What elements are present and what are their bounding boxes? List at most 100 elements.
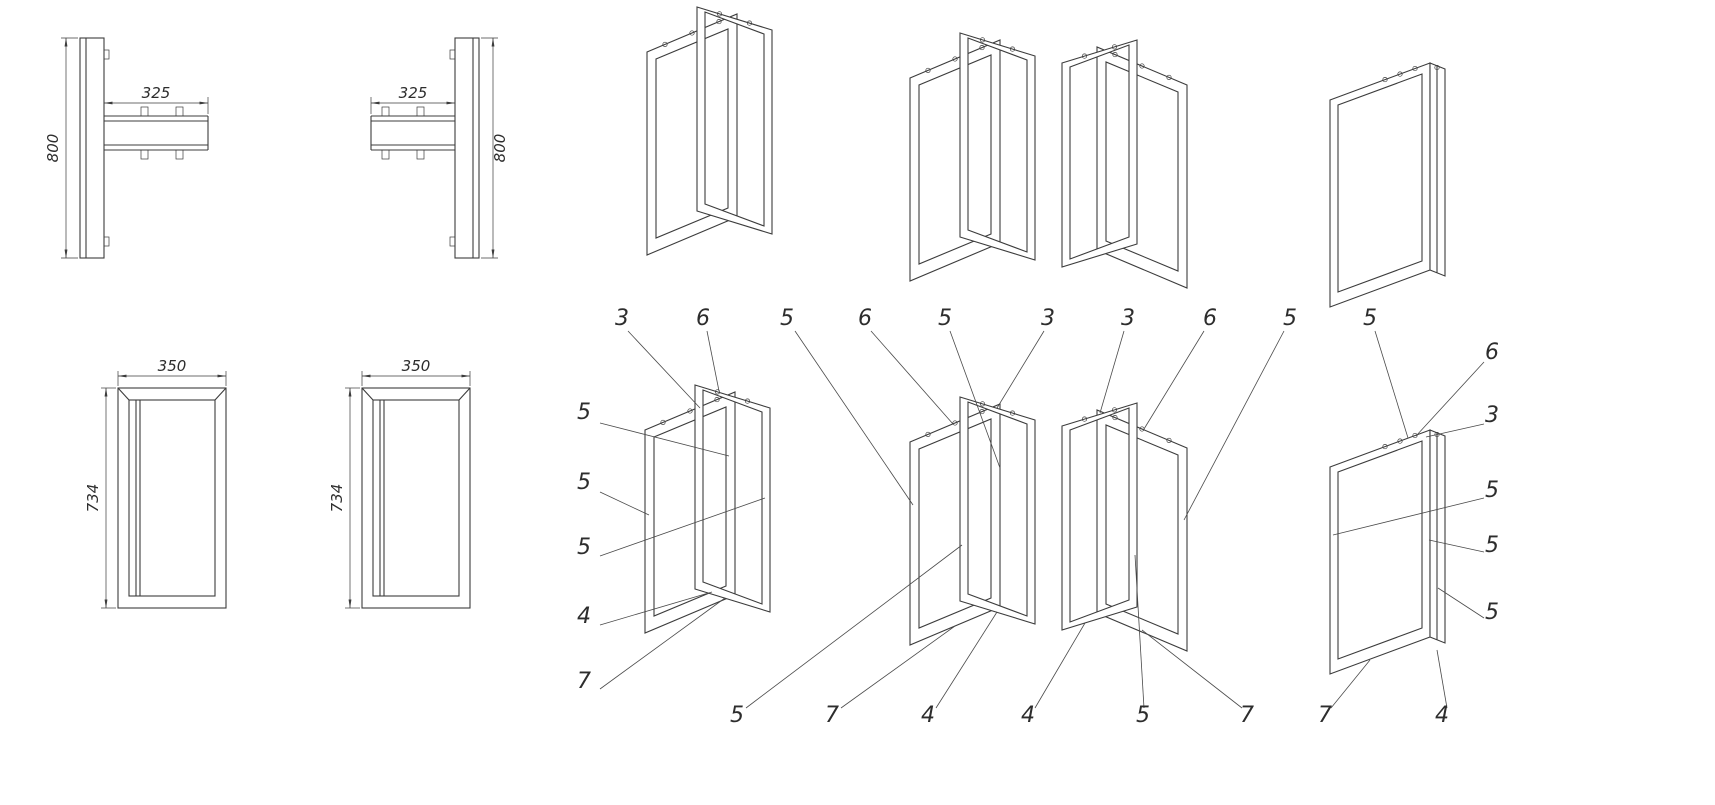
part-callout: 3 xyxy=(1485,403,1499,428)
frame-inner xyxy=(128,399,216,597)
iso-view-top-4 xyxy=(1329,62,1446,308)
mounting-tab xyxy=(175,106,184,117)
part-callout: 5 xyxy=(577,400,591,425)
leader-line xyxy=(1374,330,1409,439)
dimension-label-height: 734 xyxy=(328,484,346,513)
part-callout: 5 xyxy=(730,703,744,728)
frame-outer xyxy=(361,387,471,609)
part-callout: 5 xyxy=(1363,306,1377,331)
part-callout: 5 xyxy=(1485,600,1499,625)
frame-inner xyxy=(372,399,460,597)
leader-line xyxy=(1437,587,1485,619)
leader-line xyxy=(935,611,998,709)
iso-view-top-3 xyxy=(1061,39,1188,289)
leader-line xyxy=(1415,361,1485,437)
part-callout: 4 xyxy=(1021,703,1035,728)
part-callout: 5 xyxy=(1485,533,1499,558)
callout-leaders-right-iso xyxy=(1330,330,1485,709)
part-callout: 5 xyxy=(1136,703,1150,728)
leader-line xyxy=(745,544,963,709)
part-callout: 6 xyxy=(696,306,710,331)
part-callout: 7 xyxy=(1240,703,1254,728)
leader-line xyxy=(840,625,956,709)
leader-line xyxy=(1425,423,1485,438)
miter-joint xyxy=(117,387,130,401)
mounting-tab xyxy=(381,149,390,160)
leader-line xyxy=(1034,622,1086,709)
leader-line xyxy=(706,330,720,392)
leader-line xyxy=(1183,330,1285,521)
leader-line xyxy=(1330,659,1371,709)
dimension-label-width: 350 xyxy=(402,357,431,375)
iso-view-bottom-2 xyxy=(909,396,1036,646)
leader-line xyxy=(627,330,701,409)
part-callout: 6 xyxy=(1203,306,1217,331)
iso-view-top-1 xyxy=(646,6,773,256)
callout-leaders-left-iso xyxy=(599,330,766,690)
dimension-label-width: 350 xyxy=(158,357,187,375)
leader-line xyxy=(599,497,766,557)
side-view-right: 325 800 xyxy=(370,37,509,259)
part-callout: 3 xyxy=(1041,306,1055,331)
mounting-tab xyxy=(103,236,110,247)
part-callout: 4 xyxy=(921,703,935,728)
leader-line xyxy=(1099,330,1125,414)
callout-leaders-middle-top xyxy=(794,330,1285,521)
part-callout: 6 xyxy=(1485,340,1499,365)
iso-view-bottom-1 xyxy=(644,384,771,634)
part-callout: 5 xyxy=(577,535,591,560)
part-callout: 5 xyxy=(780,306,794,331)
part-callout: 5 xyxy=(1283,306,1297,331)
part-callout: 4 xyxy=(577,604,591,629)
callout-labels-middle-bottom: 5 7 4 4 5 7 xyxy=(730,703,1254,728)
dimension-label-height: 800 xyxy=(44,134,62,163)
dimension-label-arm: 325 xyxy=(399,84,428,102)
mounting-tab xyxy=(381,106,390,117)
dimension-label-height: 800 xyxy=(491,134,509,163)
leader-line xyxy=(599,422,730,457)
vertical-post xyxy=(454,37,480,259)
side-view-left: 800 325 xyxy=(44,37,209,259)
leader-line xyxy=(870,330,954,425)
part-callout: 5 xyxy=(938,306,952,331)
leader-line xyxy=(1332,497,1485,536)
vertical-post xyxy=(79,37,105,259)
iso-view-bottom-3 xyxy=(1061,402,1188,652)
leader-line xyxy=(1436,649,1448,709)
part-callout: 3 xyxy=(615,306,629,331)
leader-line xyxy=(599,597,726,690)
part-callout: 6 xyxy=(858,306,872,331)
iso-view-top-2 xyxy=(909,32,1036,282)
part-callout: 4 xyxy=(1435,703,1449,728)
front-view-right: 350 734 xyxy=(328,357,471,609)
leader-line xyxy=(1141,629,1243,709)
miter-joint xyxy=(214,387,227,401)
mounting-tab xyxy=(175,149,184,160)
mounting-tab xyxy=(449,236,456,247)
leader-line xyxy=(949,330,1001,469)
leader-line xyxy=(794,330,914,506)
callout-labels-middle-top: 5 6 5 3 3 6 5 xyxy=(780,306,1297,331)
dimension-label-arm: 325 xyxy=(142,84,171,102)
callout-labels-left-iso: 3 6 5 5 5 4 7 xyxy=(577,306,710,694)
mounting-tab xyxy=(416,149,425,160)
mounting-tab xyxy=(103,49,110,60)
part-callout: 7 xyxy=(825,703,839,728)
iso-view-bottom-4 xyxy=(1329,429,1446,675)
leader-line xyxy=(1143,330,1205,430)
part-callout: 7 xyxy=(1318,703,1332,728)
part-callout: 7 xyxy=(577,669,591,694)
callout-labels-right-iso: 5 6 3 5 5 5 7 4 xyxy=(1318,306,1499,728)
leader-line xyxy=(599,591,713,626)
leader-line xyxy=(599,491,650,516)
mounting-tab xyxy=(449,49,456,60)
dimension-label-height: 734 xyxy=(84,484,102,513)
callout-leaders-middle-bottom xyxy=(745,544,1243,709)
part-callout: 5 xyxy=(1485,478,1499,503)
leader-line xyxy=(996,330,1045,409)
part-callout: 3 xyxy=(1121,306,1135,331)
mounting-tab xyxy=(416,106,425,117)
leader-line xyxy=(1134,554,1145,709)
